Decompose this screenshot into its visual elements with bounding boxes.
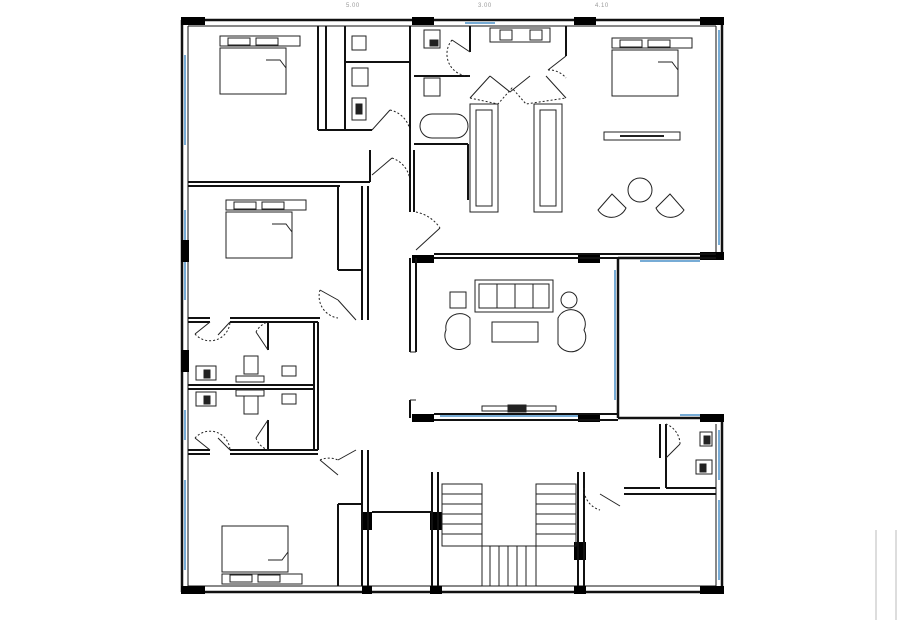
interior-walls xyxy=(188,26,716,586)
lower-bath-fixtures xyxy=(695,431,713,475)
doors xyxy=(194,39,681,511)
margin-marks xyxy=(875,530,897,620)
master-sitting-area xyxy=(597,131,685,218)
bed-bedroom-4 xyxy=(221,525,303,585)
columns xyxy=(181,17,724,594)
bath-top-fixtures xyxy=(351,35,369,121)
inner-wall-lines xyxy=(187,25,717,587)
bed-master xyxy=(611,37,693,97)
windows xyxy=(184,22,720,580)
staircase xyxy=(441,483,577,587)
small-bath-fixtures xyxy=(195,355,297,415)
dimension-label-3: 4.10 xyxy=(595,3,609,9)
exterior-walls xyxy=(180,18,724,594)
living-room-furniture xyxy=(444,279,587,413)
bed-bedroom-1 xyxy=(219,35,301,95)
bed-bedroom-2 xyxy=(225,199,307,259)
master-bath-fixtures xyxy=(419,27,563,213)
dimension-label-1: 5.00 xyxy=(346,3,360,9)
dimension-label-2: 3.00 xyxy=(478,3,492,9)
